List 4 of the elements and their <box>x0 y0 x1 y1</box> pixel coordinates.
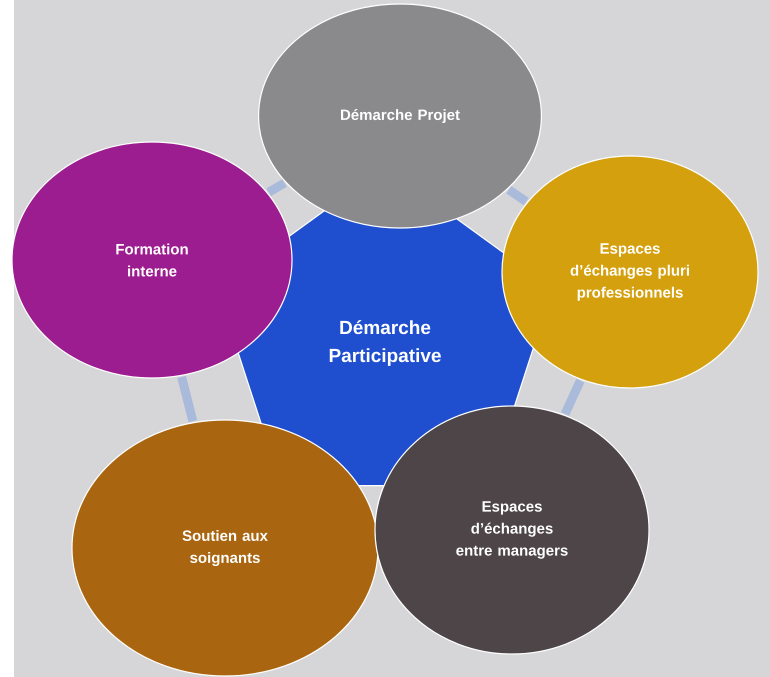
connector-bar <box>506 186 529 206</box>
connector-bar <box>177 376 198 422</box>
connector-bar <box>560 378 584 416</box>
connector-bar <box>266 179 287 196</box>
